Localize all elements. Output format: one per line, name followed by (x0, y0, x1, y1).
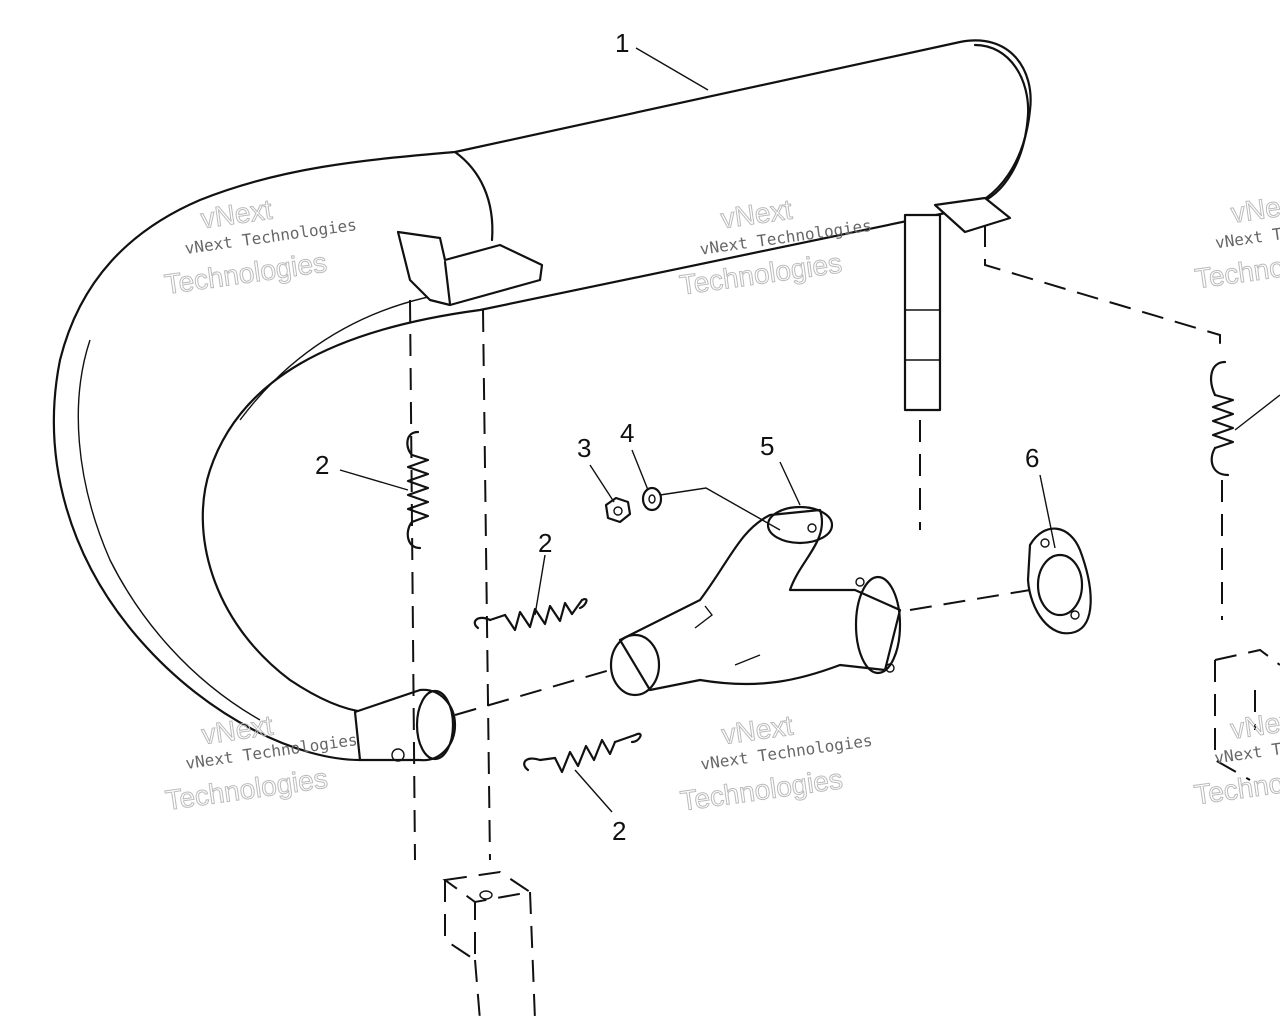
frame-mount-lower-left (442, 870, 536, 1021)
frame-mount-right (1214, 648, 1280, 781)
callout-6: 6 (1025, 443, 1039, 473)
alignment-lines (409, 225, 1223, 861)
callout-1: 1 (615, 28, 629, 58)
watermark-bottom-right: vNext vNext Technologies Technologies (1192, 704, 1280, 811)
callout-2-middle: 2 (538, 528, 552, 558)
gasket (1026, 527, 1092, 635)
callout-2-lower: 2 (612, 816, 626, 846)
muffler-assembly (52, 39, 1032, 762)
svg-text:Technologies: Technologies (1192, 757, 1280, 810)
callout-2-left: 2 (315, 450, 329, 480)
tail-pipe (903, 213, 942, 412)
spring-vertical-right (1210, 360, 1235, 477)
callout-3: 3 (577, 433, 591, 463)
muffler-inlet (353, 688, 457, 762)
spring-diagonal-middle (473, 598, 588, 632)
y-pipe (609, 505, 902, 697)
callout-4: 4 (620, 418, 634, 448)
nut (604, 496, 632, 524)
svg-text:vNext: vNext (1229, 188, 1280, 229)
callout-5: 5 (760, 431, 774, 461)
watermark-top-right: vNext vNext Technologies Technologies (1192, 188, 1280, 295)
washer (641, 486, 663, 512)
watermark-bottom-center: vNext vNext Technologies Technologies (678, 709, 874, 817)
svg-text:vNext: vNext (1229, 704, 1280, 745)
spring-diagonal-lower (523, 732, 642, 774)
leader-lines (339, 47, 1280, 813)
